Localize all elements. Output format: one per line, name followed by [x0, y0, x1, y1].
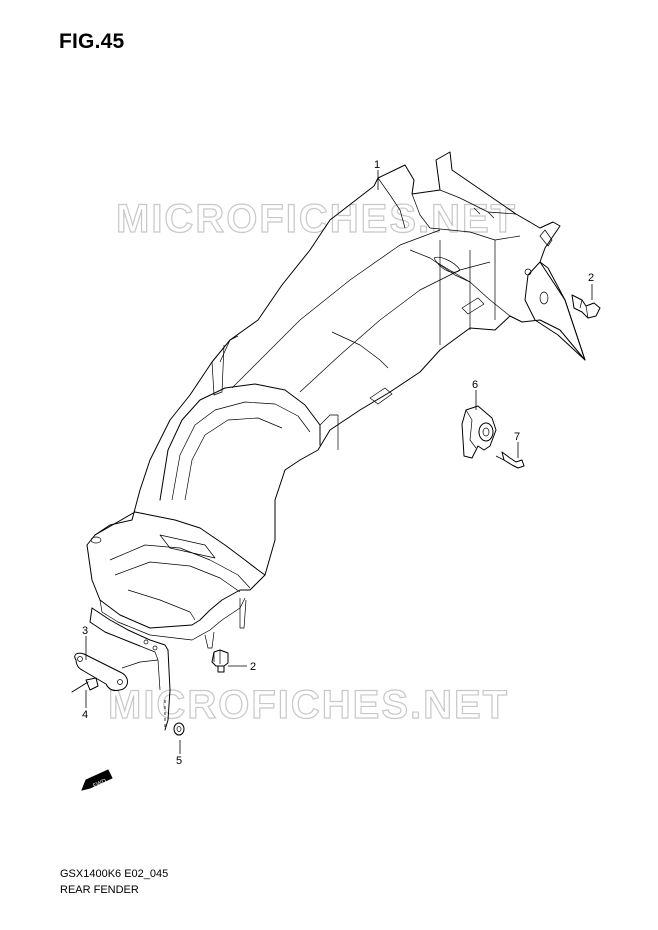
plate-part-3: [74, 652, 128, 691]
figure-title: FIG.45: [59, 30, 125, 53]
bracket-part-6: [461, 405, 497, 459]
leader-lines: [85, 170, 593, 754]
callout-5: 5: [176, 755, 182, 767]
callout-7: 7: [514, 431, 520, 443]
bolt-part-2-upper: [571, 294, 601, 319]
callout-6: 6: [472, 379, 478, 391]
rear-fender-part: [86, 151, 586, 731]
screw-part-4: [71, 677, 99, 693]
figure-code: GSX1400K6 E02_045: [60, 868, 169, 880]
watermark-bottom: MICROFICHES.NET: [108, 683, 509, 727]
bolt-part-2-lower: [211, 649, 229, 673]
fwd-label: FWD: [92, 778, 108, 789]
callout-3: 3: [82, 625, 88, 637]
callout-1: 1: [374, 159, 380, 171]
screw-part-7: [495, 451, 525, 469]
callout-4: 4: [82, 709, 88, 721]
callout-2-lower: 2: [250, 661, 256, 673]
washer-part-5: [173, 722, 185, 736]
watermark-top: MICROFICHES.NET: [116, 197, 517, 241]
fwd-arrow-icon: FWD: [81, 769, 113, 791]
callout-2-upper: 2: [588, 272, 594, 284]
figure-name: REAR FENDER: [60, 884, 139, 896]
